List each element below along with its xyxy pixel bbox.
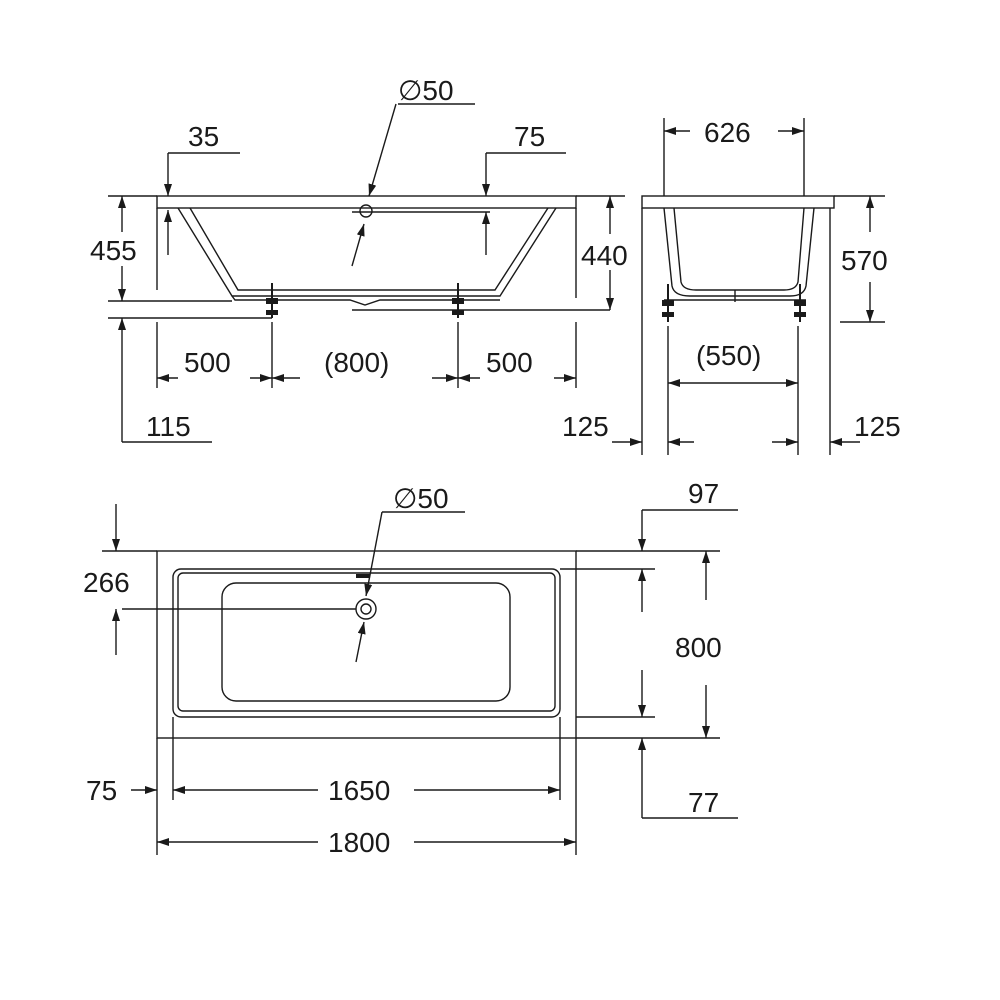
plan-outer-rim [156,550,577,739]
side-basin-outline [177,207,557,297]
plan-rim-bottom-label: 77 [688,787,719,818]
end-view: 626 570 (550) 125 125 [562,117,901,455]
end-width-label: 626 [704,117,751,148]
side-drain-leader-below [351,223,365,267]
end-height-label: 570 [841,245,888,276]
plan-inner-edge [177,572,556,712]
plan-drain-leader-below [355,621,366,663]
side-rim [156,195,577,209]
plan-overflow [356,574,370,578]
plan-drain-diameter-label: ∅50 [393,483,449,514]
side-foot-left [266,283,278,318]
plan-width-label: 800 [675,632,722,663]
side-rim-right-label: 75 [514,121,545,152]
side-height-total-label: 455 [90,235,137,266]
end-basin-outline [663,207,815,297]
side-floor-gap-label: 115 [146,411,191,442]
side-base-plate [231,295,500,306]
end-offset-right-label: 125 [854,411,901,442]
end-foot-left [662,284,674,322]
plan-inner-rim [172,568,561,718]
plan-view: ∅50 266 97 800 77 75 [83,478,738,858]
side-drain [359,204,373,218]
plan-rim-left-label: 75 [86,775,117,806]
plan-drain-offset-label: 266 [83,567,130,598]
side-drain-leader [368,103,397,197]
plan-drain-leader [364,511,383,597]
side-foot-right-label: 500 [486,347,533,378]
plan-inner-length-label: 1650 [328,775,390,806]
side-foot-spacing-label: (800) [324,347,389,378]
end-offset-left-label: 125 [562,411,609,442]
end-rim [641,195,835,209]
side-view: ∅50 35 75 455 440 500 (8 [90,75,628,443]
side-drain-diameter-label: ∅50 [398,75,454,106]
plan-length-label: 1800 [328,827,390,858]
side-foot-left-label: 500 [184,347,231,378]
end-foot-right [794,284,806,322]
end-foot-spacing-label: (550) [696,340,761,371]
plan-drain-inner [360,603,372,615]
plan-rim-top-label: 97 [688,478,719,509]
side-height-inner-label: 440 [581,240,628,271]
end-basin-inner [673,207,805,291]
side-basin-inner [189,207,549,291]
side-rim-left-label: 35 [188,121,219,152]
plan-basin [221,582,511,702]
side-foot-right [452,283,464,318]
plan-drain-outer [355,598,377,620]
